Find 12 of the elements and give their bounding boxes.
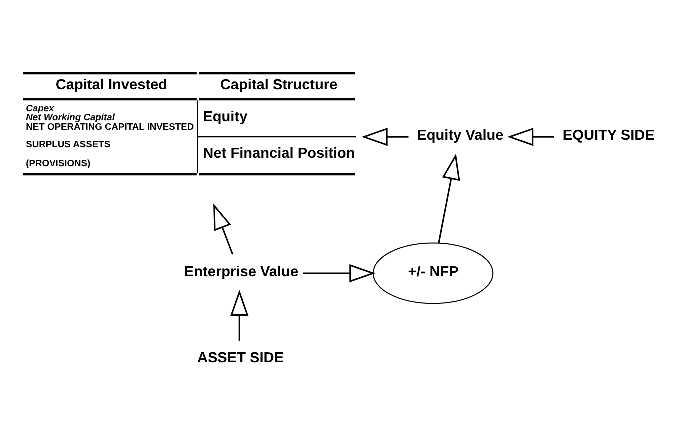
- node-text: ASSET SIDE: [196, 350, 284, 367]
- node-text: Capital Invested Capital Structure Capex Net Working Capital NET OPERATING CAPITAL INVESTED Equity SURPLUS ASSETS (PROVISIONS) Net Financial Position: [26, 77, 355, 168]
- node-ellipse: +/- NFP: [372, 242, 494, 304]
- node-text: Enterprise Value: [184, 264, 298, 280]
- arrow: [302, 264, 376, 283]
- arrow: [507, 128, 554, 146]
- arrow: [438, 154, 460, 244]
- arrow: [213, 204, 234, 255]
- arrow: [361, 128, 408, 146]
- node-text: Equity Value: [416, 128, 504, 144]
- arrow: [230, 290, 248, 341]
- node-text: EQUITY SIDE: [562, 128, 654, 144]
